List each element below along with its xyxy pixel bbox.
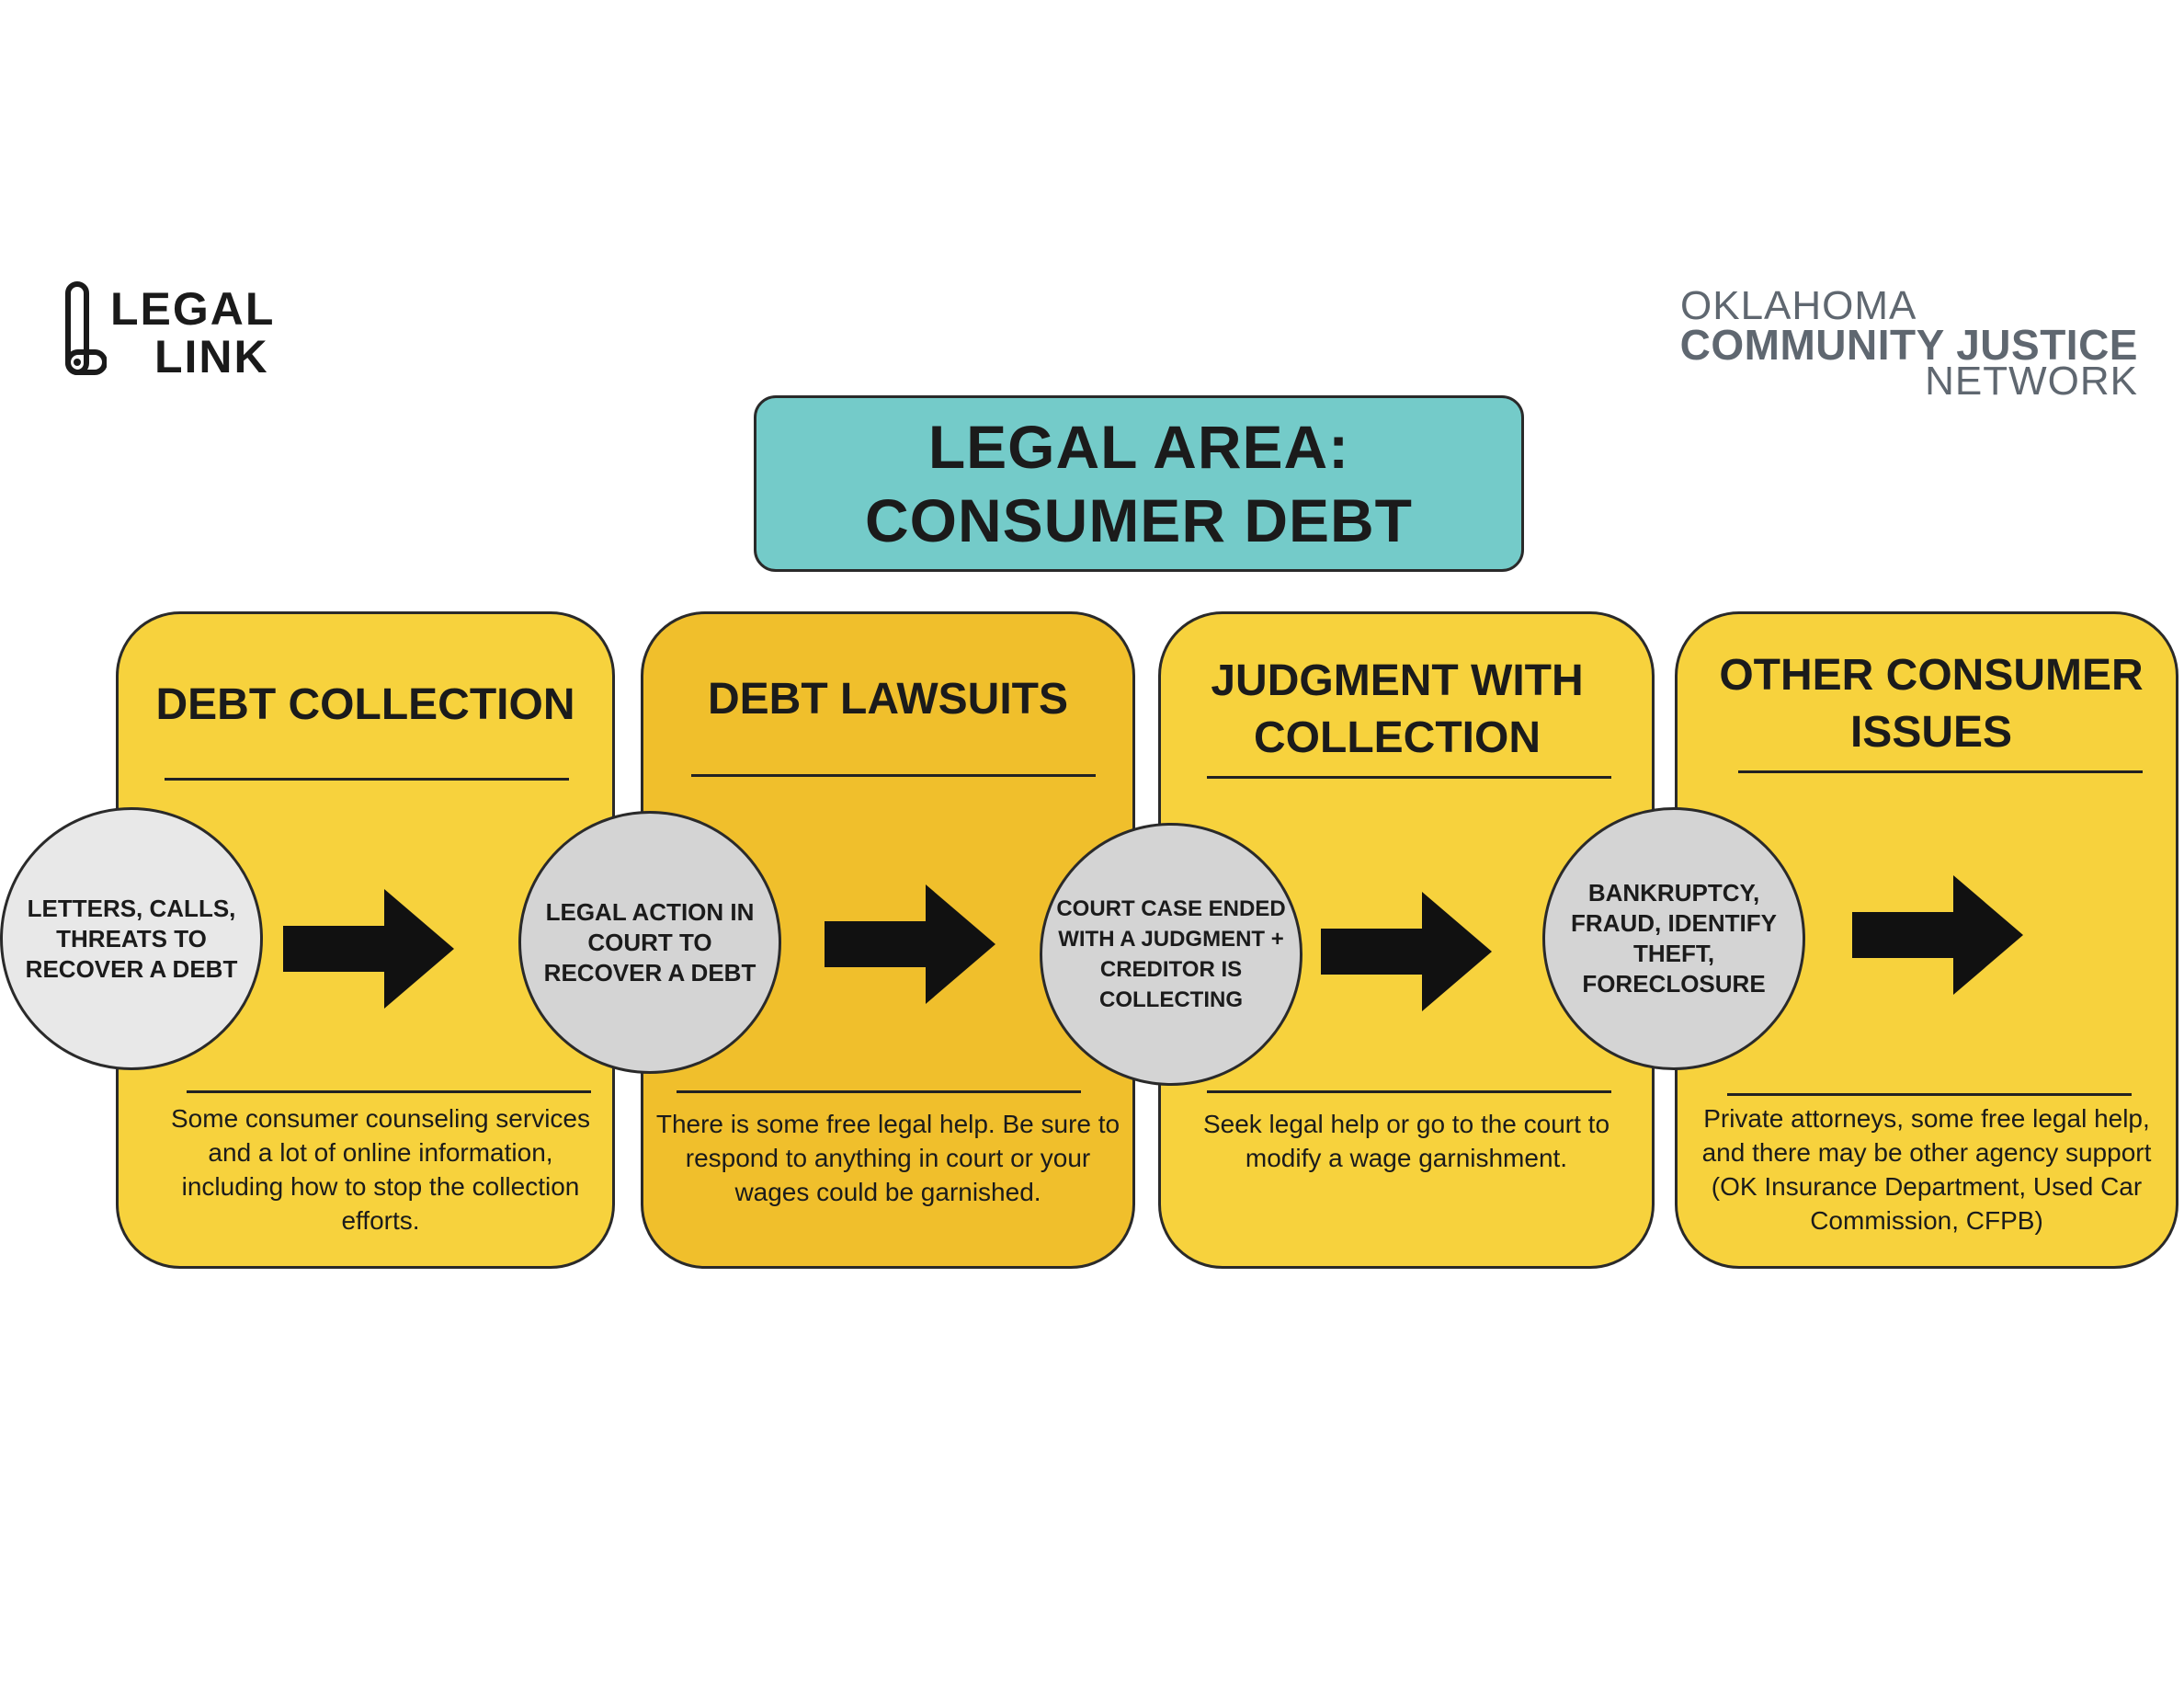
legal-link-logo: LEGAL LINK bbox=[64, 280, 303, 382]
stage-circle-text: LETTERS, CALLS, THREATS TO RECOVER A DEB… bbox=[25, 894, 238, 983]
stage-description: Seek legal help or go to the court to mo… bbox=[1202, 1110, 1610, 1172]
divider bbox=[1738, 770, 2143, 773]
stage-heading: JUDGMENT WITH COLLECTION bbox=[1211, 656, 1584, 762]
legal-link-logo-line1: LEGAL bbox=[110, 283, 276, 335]
okcjn-logo-line2: COMMUNITY JUSTICE bbox=[1679, 321, 2138, 369]
divider bbox=[1207, 776, 1611, 779]
divider bbox=[1207, 1090, 1611, 1093]
stage-circle-debt-lawsuits: LEGAL ACTION IN COURT TO RECOVER A DEBT bbox=[518, 811, 781, 1074]
chain-link-icon bbox=[65, 281, 107, 375]
okcjn-logo-line3: NETWORK bbox=[1925, 359, 2138, 404]
divider bbox=[187, 1090, 591, 1093]
stage-circle-debt-collection: LETTERS, CALLS, THREATS TO RECOVER A DEB… bbox=[0, 807, 263, 1070]
stage-circle-text: COURT CASE ENDED WITH A JUDGMENT + CREDI… bbox=[1056, 896, 1286, 1012]
right-arrow-icon bbox=[825, 884, 995, 1004]
okcjn-logo-line1: OKLAHOMA bbox=[1680, 283, 1917, 328]
right-arrow-icon bbox=[1852, 875, 2023, 995]
stage-description: Some consumer counseling services and a … bbox=[171, 1104, 590, 1235]
stage-circle-other-issues: BANKRUPTCY, FRAUD, IDENTIFY THEFT, FOREC… bbox=[1542, 807, 1805, 1070]
divider bbox=[677, 1090, 1081, 1093]
stage-description: Private attorneys, some free legal help,… bbox=[1701, 1104, 2152, 1235]
stage-circle-judgment: COURT CASE ENDED WITH A JUDGMENT + CREDI… bbox=[1040, 823, 1302, 1086]
okcjn-logo: OKLAHOMA COMMUNITY JUSTICE NETWORK bbox=[1660, 283, 2138, 404]
stage-circle-text: BANKRUPTCY, FRAUD, IDENTIFY THEFT, FOREC… bbox=[1571, 879, 1777, 998]
diagram-title-line2: CONSUMER DEBT bbox=[864, 486, 1413, 554]
diagram-title-line1: LEGAL AREA: bbox=[927, 413, 1350, 481]
right-arrow-icon bbox=[1321, 892, 1492, 1011]
stage-circle-text: LEGAL ACTION IN COURT TO RECOVER A DEBT bbox=[543, 897, 756, 987]
right-arrow-icon bbox=[283, 889, 454, 1009]
legal-link-logo-line2: LINK bbox=[154, 331, 269, 382]
stage-description: There is some free legal help. Be sure t… bbox=[655, 1110, 1120, 1206]
divider bbox=[1727, 1093, 2132, 1096]
divider bbox=[165, 778, 569, 781]
stage-heading: OTHER CONSUMER ISSUES bbox=[1719, 651, 2144, 757]
divider bbox=[691, 774, 1096, 777]
diagram-title-box: LEGAL AREA: CONSUMER DEBT bbox=[754, 395, 1524, 572]
stage-heading: DEBT LAWSUITS bbox=[708, 675, 1068, 724]
stage-heading: DEBT COLLECTION bbox=[155, 680, 575, 729]
